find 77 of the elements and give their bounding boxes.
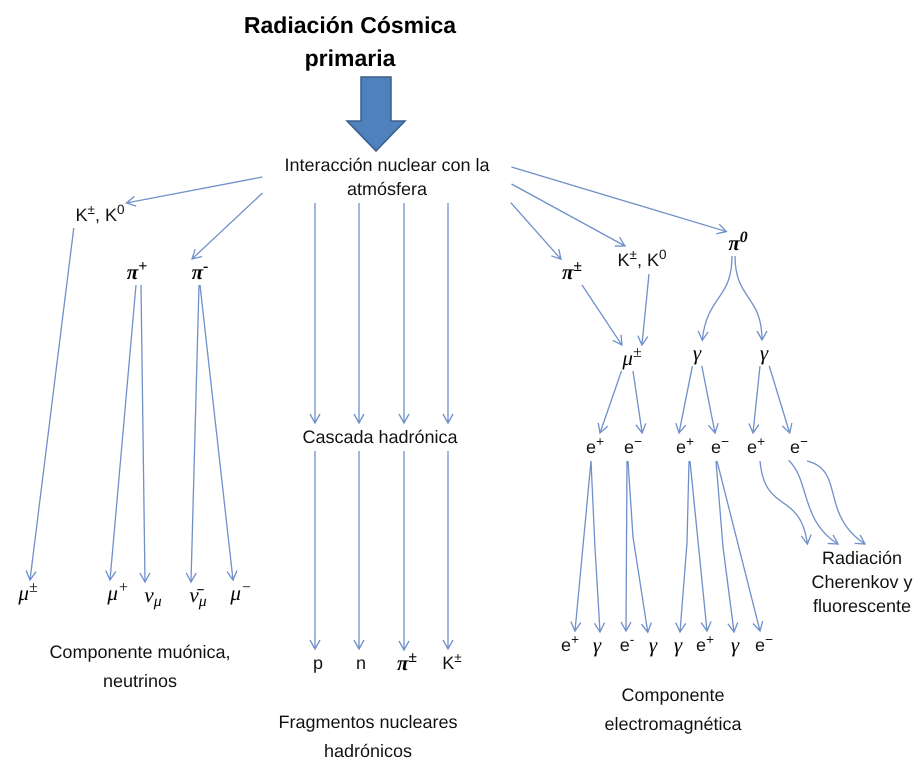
particle-label: e$^{+}$ [696, 633, 714, 657]
arrow [199, 284, 238, 581]
arrow [768, 366, 792, 434]
arrow [191, 192, 263, 260]
process-label: Radiación Cherenkov y fluorescente [808, 546, 916, 618]
particle-label: n [356, 651, 366, 675]
arrow [511, 183, 626, 247]
particle-label: e$^{−}$ [711, 435, 729, 459]
arrow [620, 461, 632, 632]
arrow [353, 203, 365, 424]
particle-label: μ$^{±}$ [622, 347, 642, 369]
particle-label: K$^{±}$, K$^{0}$ [618, 248, 666, 272]
arrow [632, 370, 646, 434]
arrow [511, 166, 728, 234]
particle-label: π$^{±}$ [562, 261, 582, 283]
arrow [26, 228, 74, 581]
curved-arrow [734, 256, 768, 341]
particle-label: e$^{+}$ [561, 633, 579, 657]
arrow [105, 284, 137, 581]
process-label: Cascada hadrónica [302, 425, 458, 449]
arrow [186, 284, 200, 583]
particle-label: γ [730, 634, 740, 656]
arrow [598, 370, 622, 434]
arrow [309, 203, 321, 424]
curved-arrow [698, 256, 733, 341]
particle-label: γ [648, 634, 658, 656]
curved-arrow [788, 460, 839, 545]
particle-label: π$^{+}$ [126, 261, 148, 283]
arrow [716, 460, 764, 632]
particle-label: μ$^{−}$ [230, 582, 252, 604]
particle-label: γ [760, 342, 768, 364]
particle-label: μ$^{±}$ [18, 582, 38, 604]
arrow [701, 366, 719, 434]
particle-label: e$^{+}$ [747, 435, 765, 459]
group-caption: Componente muónica, neutrinos [48, 641, 232, 693]
arrow [675, 460, 690, 633]
arrow [715, 460, 738, 633]
block-arrow [345, 76, 407, 152]
particle-label: e$^{−}$ [624, 435, 642, 459]
arrow [442, 203, 454, 424]
particle-label: γ [674, 634, 682, 656]
particle-label: K$^{±}$ [442, 651, 462, 675]
arrow [627, 460, 652, 633]
arrow [590, 460, 606, 633]
arrow [139, 285, 151, 583]
arrow [581, 284, 623, 346]
particle-label: γ [692, 342, 702, 364]
arrow [637, 274, 650, 346]
arrow [353, 451, 365, 650]
particle-label: e$^{+}$ [586, 435, 604, 459]
arrow [748, 366, 761, 434]
curved-arrow [806, 460, 866, 545]
arrow [675, 366, 694, 434]
arrow [309, 451, 321, 650]
particle-label: π$^{±}$ [396, 652, 418, 674]
particle-label: K$^{±}$, K$^{0}$ [76, 203, 124, 227]
particle-label: e$^{−}$ [790, 435, 808, 459]
group-caption: Componente electromagnética [603, 684, 743, 736]
particle-label: π$^{0}$ [728, 232, 748, 254]
particle-label: π$^{-}$ [192, 261, 208, 283]
title-text: Radiación Cósmica primaria [235, 9, 465, 75]
arrow [510, 202, 562, 260]
arrow [570, 460, 592, 632]
particle-label: μ$^{+}$ [107, 582, 129, 604]
process-label: Interacción nuclear con la atmósfera [264, 153, 510, 201]
particle-label: γ [592, 634, 602, 656]
arrow [398, 451, 410, 651]
arrow [126, 176, 263, 207]
particle-label: e$^{+}$ [676, 435, 694, 459]
particle-label: e$^{−}$ [755, 633, 773, 657]
arrow [398, 203, 410, 424]
particle-label: p [313, 651, 323, 675]
arrow [442, 451, 454, 650]
group-caption: Fragmentos nucleares hadrónicos [277, 711, 459, 763]
curved-arrow [759, 460, 812, 545]
arrow [689, 460, 712, 632]
particle-label: e$^{-}$ [620, 633, 634, 657]
